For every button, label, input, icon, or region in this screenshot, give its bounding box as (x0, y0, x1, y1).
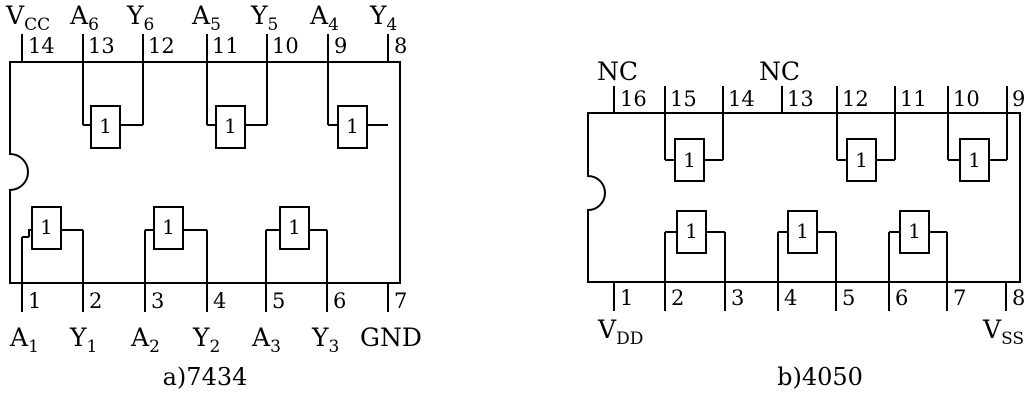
pin-signal-label: VSS (982, 315, 1024, 349)
chip-7434-buffer-gate: 1 (83, 105, 143, 149)
gate-label: 1 (224, 114, 237, 138)
pin-number: 4 (784, 286, 797, 310)
pin-signal-label: A1 (9, 323, 39, 357)
gate-label: 1 (908, 219, 921, 243)
pin-number: 8 (1012, 286, 1025, 310)
gate-label: 1 (968, 148, 981, 172)
pin-signal-label: A4 (309, 1, 339, 35)
pin-number: 14 (728, 87, 755, 111)
pin-number: 7 (394, 289, 407, 313)
chip-4050-buffer-gate: 1 (889, 210, 947, 254)
chip-7434-body (9, 61, 401, 284)
pin-number: 11 (212, 34, 239, 58)
chip-7434-buffer-gate: 1 (145, 206, 207, 250)
pin-signal-label: Y5 (250, 1, 278, 35)
pin-number: 4 (213, 289, 226, 313)
gate-label: 1 (346, 114, 359, 138)
chip-7434: 1 1 1 1 1 (5, 1, 422, 391)
chip-4050-body (587, 112, 1021, 283)
pin-signal-label: Y4 (369, 1, 397, 35)
pin-signal-label: Y1 (69, 323, 97, 357)
chip-7434-buffer-gate: 1 (328, 105, 388, 149)
chip-4050-buffer-gate: 1 (665, 138, 723, 182)
gate-label: 1 (288, 215, 301, 239)
chip-4050: 1 1 1 1 1 (587, 57, 1025, 391)
chip-4050-buffer-gate: 1 (778, 210, 836, 254)
pin-number: 1 (28, 289, 41, 313)
gate-label: 1 (685, 219, 698, 243)
pin-number: 5 (842, 286, 855, 310)
pin-signal-label: NC (759, 57, 800, 86)
gate-label: 1 (683, 148, 696, 172)
pin-signal-label: Y6 (126, 1, 154, 35)
pin-number: 10 (272, 34, 299, 58)
pin-number: 13 (787, 87, 814, 111)
chip-4050-caption: b)4050 (777, 363, 863, 391)
gate-label: 1 (796, 219, 809, 243)
pin-signal-label: Y2 (192, 323, 220, 357)
chip-7434-buffer-gate: 1 (207, 105, 267, 149)
pin-number: 3 (151, 289, 164, 313)
gate-label: 1 (162, 215, 175, 239)
pin-number: 8 (394, 34, 407, 58)
pin-number: 3 (731, 286, 744, 310)
pin-number: 12 (148, 34, 175, 58)
pin-signal-label: A3 (251, 323, 281, 357)
chip-4050-buffer-gate: 1 (837, 138, 895, 182)
pin-number: 7 (953, 286, 966, 310)
pin-signal-label: A6 (69, 1, 99, 35)
chip-4050-buffer-gate: 1 (665, 210, 725, 254)
pin-number: 6 (895, 286, 908, 310)
pin-number: 10 (953, 87, 980, 111)
chip-7434-buffer-gate: 1 (22, 206, 83, 250)
pin-number: 14 (28, 34, 55, 58)
pin-number: 2 (671, 286, 684, 310)
gate-label: 1 (40, 215, 53, 239)
pin-number: 13 (88, 34, 115, 58)
gate-label: 1 (99, 114, 112, 138)
pin-signal-label: A5 (191, 1, 221, 35)
pin-number: 5 (272, 289, 285, 313)
chip-7434-buffer-gate: 1 (266, 206, 327, 250)
chip-7434-caption: a)7434 (163, 363, 248, 391)
pin-signal-label: Y3 (311, 323, 339, 357)
pin-signal-label: NC (597, 57, 638, 86)
pin-signal-label: VDD (597, 315, 643, 349)
pin-number: 11 (900, 87, 927, 111)
pin-number: 9 (334, 34, 347, 58)
pin-number: 2 (89, 289, 102, 313)
pin-number: 9 (1012, 87, 1025, 111)
pin-number: 15 (670, 87, 697, 111)
pin-number: 16 (620, 87, 647, 111)
pin-signal-label: A2 (130, 323, 160, 357)
pin-number: 6 (333, 289, 346, 313)
chip-4050-buffer-gate: 1 (948, 138, 1007, 182)
pin-number: 12 (842, 87, 869, 111)
gate-label: 1 (855, 148, 868, 172)
pin-signal-label: VCC (5, 1, 50, 35)
pin-signal-label: GND (360, 323, 422, 352)
pin-number: 1 (620, 286, 633, 310)
